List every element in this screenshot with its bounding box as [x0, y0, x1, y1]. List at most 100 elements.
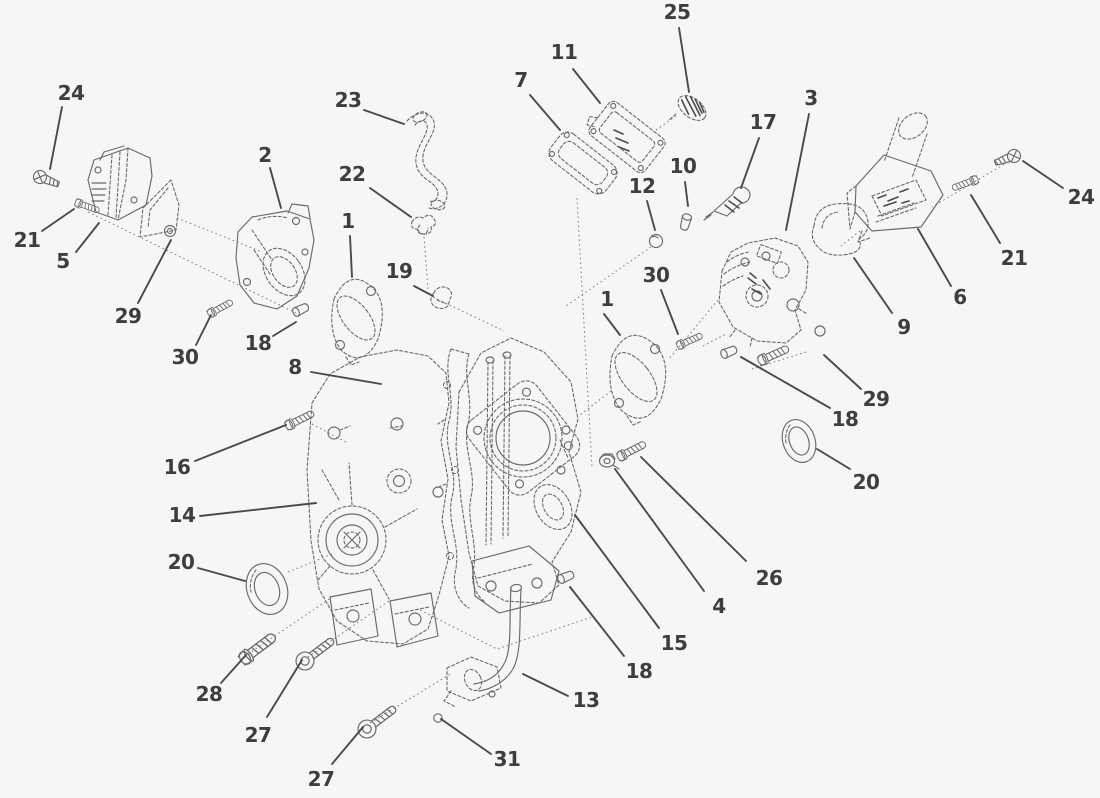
callout-18: 18 [740, 356, 859, 431]
callout-8: 8 [288, 355, 382, 385]
callout-number: 29 [115, 304, 142, 328]
callout-31: 31 [440, 718, 521, 771]
callout-leader-line [603, 313, 621, 336]
callout-21: 21 [14, 208, 75, 252]
callout-leader-line [816, 448, 851, 470]
callout-6: 6 [917, 228, 967, 309]
callout-1: 1 [600, 287, 621, 336]
callout-number: 15 [661, 631, 688, 655]
callout-23: 23 [335, 88, 405, 125]
callout-number: 18 [245, 331, 272, 355]
part-19-cap [430, 286, 452, 310]
callout-25: 25 [664, 0, 691, 93]
callout-leader-line [369, 187, 412, 218]
part-5-air-cleaner [87, 145, 153, 221]
callout-leader-line [272, 321, 297, 337]
part-6-muffler-assembly [846, 112, 944, 243]
callout-number: 9 [897, 315, 910, 339]
callout-24: 24 [1022, 160, 1095, 209]
callout-15: 15 [574, 514, 688, 655]
callout-number: 27 [308, 767, 335, 791]
callout-leader-line [678, 27, 690, 93]
callouts-layer: 2421529230181232219711251210173242169291… [14, 0, 1095, 791]
callout-leader-line [75, 222, 100, 253]
callout-number: 4 [712, 594, 725, 618]
callout-leader-line [220, 654, 247, 684]
callout-number: 18 [832, 407, 859, 431]
callout-7: 7 [514, 68, 561, 131]
callout-leader-line [572, 68, 601, 104]
callout-9: 9 [853, 257, 911, 339]
part-23-breather-hose [406, 111, 448, 211]
callout-leader-line [41, 208, 75, 232]
callout-30: 30 [643, 263, 679, 335]
callout-number: 28 [196, 682, 223, 706]
callout-22: 22 [339, 162, 412, 218]
callout-number: 17 [750, 110, 777, 134]
part-13-oil-fill-tube [443, 583, 523, 708]
callout-2: 2 [258, 143, 282, 209]
callout-26: 26 [640, 456, 783, 590]
callout-21: 21 [970, 194, 1028, 270]
callout-leader-line [785, 113, 810, 231]
part-24-screw-right [992, 147, 1023, 170]
callout-12: 12 [629, 174, 656, 231]
part-22-clamp [411, 214, 436, 235]
alignment-dotted-lines [87, 115, 1009, 724]
callout-number: 16 [164, 455, 191, 479]
part-7-valve-cover-gasket [548, 131, 618, 195]
part-12-pin [648, 233, 664, 249]
callout-number: 20 [168, 550, 195, 574]
callout-number: 23 [335, 88, 362, 112]
part-18-sleeve-right [718, 344, 739, 360]
callout-19: 19 [386, 259, 434, 297]
callout-17: 17 [740, 110, 777, 189]
callout-leader-line [269, 167, 282, 209]
callout-leader-line [569, 586, 625, 657]
callout-3: 3 [785, 86, 818, 231]
part-18-sleeve-left [290, 301, 311, 319]
part-1-gasket-right [609, 334, 667, 426]
callout-number: 12 [629, 174, 656, 198]
callout-leader-line [413, 285, 434, 297]
part-25-breather-element [668, 95, 707, 121]
callout-leader-line [529, 94, 561, 131]
callout-13: 13 [522, 673, 600, 712]
callout-number: 21 [14, 228, 41, 252]
callout-number: 11 [551, 40, 578, 64]
callout-leader-line [660, 289, 679, 335]
callout-number: 31 [494, 747, 521, 771]
callout-29: 29 [823, 354, 890, 411]
callout-29: 29 [115, 239, 172, 328]
part-15-cylinder-block [455, 337, 582, 614]
callout-number: 24 [58, 81, 85, 105]
callout-leader-line [522, 673, 569, 697]
callout-leader-line [684, 181, 689, 207]
callout-11: 11 [551, 40, 601, 104]
callout-leader-line [331, 726, 364, 765]
callout-1: 1 [341, 209, 355, 278]
callout-number: 14 [169, 503, 196, 527]
callout-number: 5 [56, 249, 69, 273]
part-4-nut [598, 453, 620, 470]
callout-28: 28 [196, 654, 247, 706]
callout-number: 2 [258, 143, 271, 167]
callout-number: 27 [245, 723, 272, 747]
callout-leader-line [970, 194, 1001, 244]
callout-20: 20 [168, 550, 246, 582]
part-24-screw-left [30, 167, 62, 192]
callout-18: 18 [569, 586, 653, 683]
callout-leader-line [440, 718, 492, 755]
part-14-crankcase-half [306, 349, 450, 648]
part-17-fuel-valve [703, 186, 751, 221]
callout-number: 24 [1068, 185, 1095, 209]
callout-leader-line [49, 106, 63, 170]
callout-leader-line [137, 239, 172, 304]
callout-5: 5 [56, 222, 100, 273]
callout-leader-line [195, 314, 212, 346]
callout-number: 6 [953, 285, 966, 309]
part-27-bolt-b [353, 700, 402, 743]
callout-leader-line [740, 356, 831, 409]
callout-number: 29 [863, 387, 890, 411]
